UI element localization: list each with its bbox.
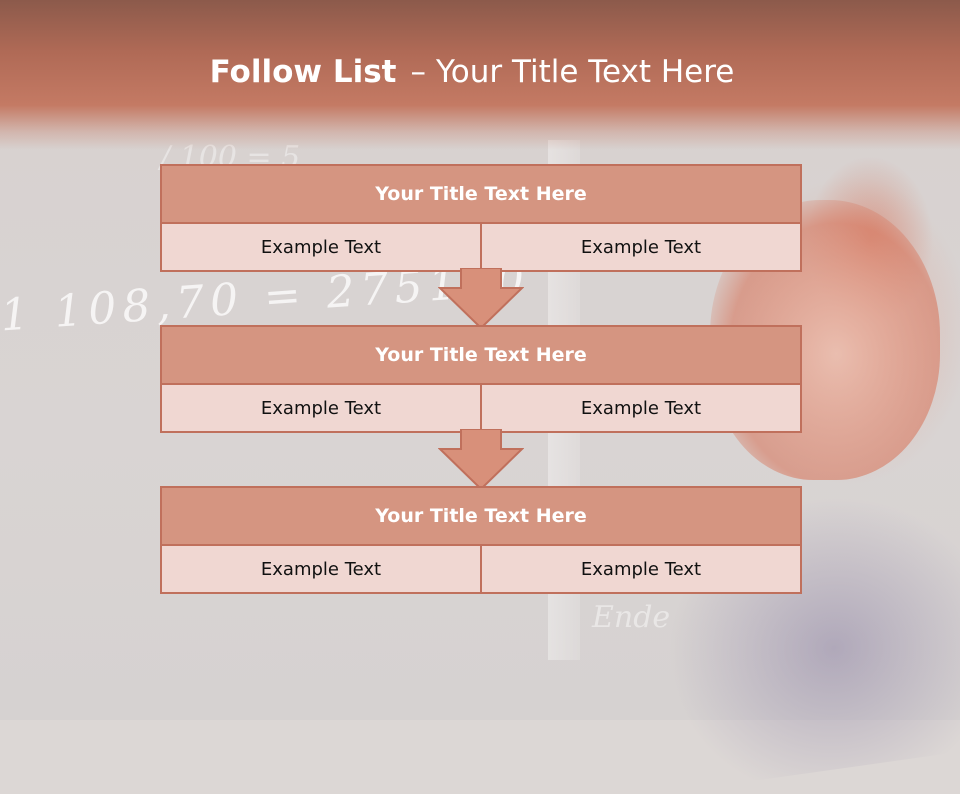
block-cell-left: Example Text [162, 546, 480, 592]
block-cell-left: Example Text [162, 224, 480, 270]
block-cell-right: Example Text [480, 546, 800, 592]
flow-block-2: Your Title Text Here Example Text Exampl… [160, 325, 802, 433]
title-bold: Follow List [209, 54, 397, 90]
block-cell-right: Example Text [480, 385, 800, 431]
block-cell-right: Example Text [480, 224, 800, 270]
down-arrow-icon [438, 268, 524, 330]
block-row: Example Text Example Text [162, 546, 800, 592]
down-arrow-icon [438, 429, 524, 491]
flow-block-1: Your Title Text Here Example Text Exampl… [160, 164, 802, 272]
block-row: Example Text Example Text [162, 385, 800, 431]
flow-block-3: Your Title Text Here Example Text Exampl… [160, 486, 802, 594]
block-title: Your Title Text Here [162, 327, 800, 385]
slide-title: Follow List–Your Title Text Here [0, 54, 944, 90]
block-cell-left: Example Text [162, 385, 480, 431]
block-title: Your Title Text Here [162, 166, 800, 224]
header-band [0, 0, 960, 150]
title-dash: – [410, 54, 426, 90]
title-rest: Your Title Text Here [435, 54, 735, 90]
chalk-writing-bottom: Ende [592, 600, 671, 635]
block-title: Your Title Text Here [162, 488, 800, 546]
block-row: Example Text Example Text [162, 224, 800, 270]
